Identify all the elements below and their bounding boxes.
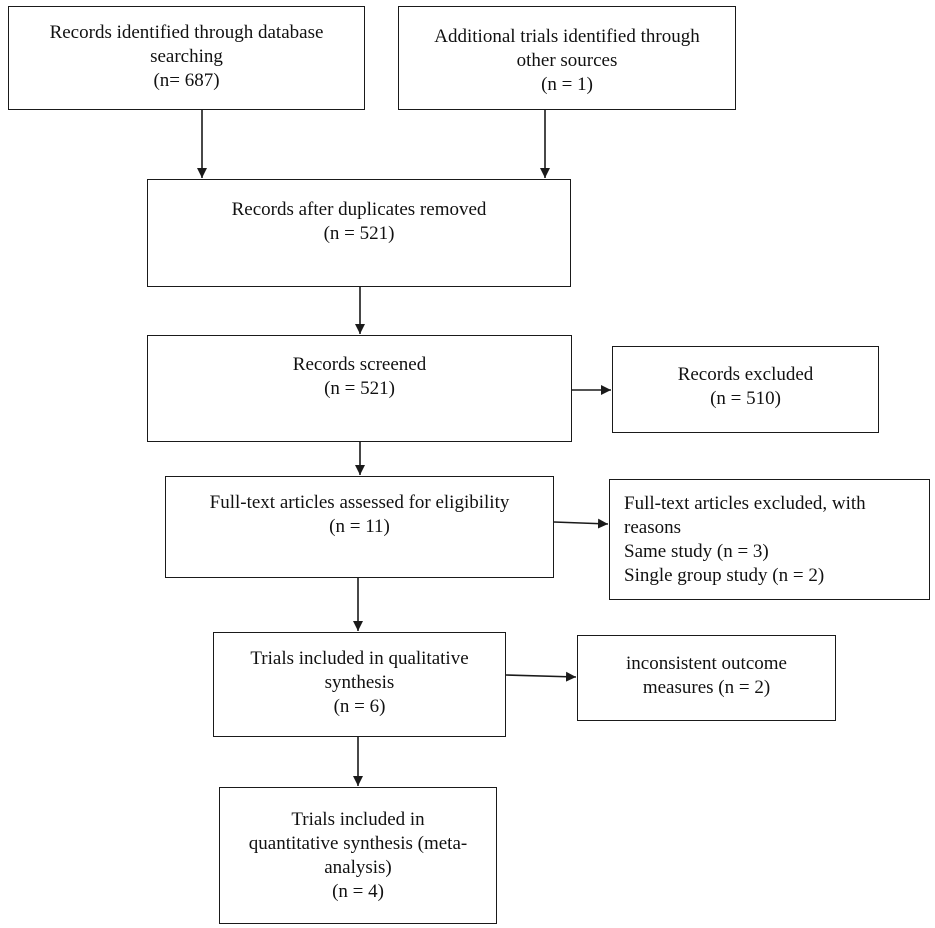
box-text-line: Same study (n = 3): [624, 541, 769, 562]
box-text-line: other sources: [516, 50, 618, 71]
box-text-line: (n = 6): [333, 696, 386, 717]
box-text-line: reasons: [624, 517, 681, 538]
box-text-line: (n = 1): [541, 74, 593, 95]
box-text-line: synthesis: [324, 672, 395, 693]
box-text-line: Records excluded: [677, 364, 814, 385]
box-inconsistent-outcome: inconsistent outcome measures (n = 2): [577, 635, 836, 721]
box-text-line: analysis): [324, 857, 392, 878]
box-text-line: Records identified through database: [49, 22, 324, 43]
box-text-line: Records screened: [292, 354, 427, 375]
box-text-line: searching: [150, 46, 223, 67]
box-text-line: (n = 510): [710, 388, 781, 409]
box-records-screened: Records screened (n = 521): [147, 335, 572, 442]
box-text-line: Trials included in qualitative: [250, 648, 469, 669]
box-text-line: inconsistent outcome: [626, 653, 787, 674]
box-text-line: (n = 521): [323, 223, 395, 244]
arrow-qualitative-to-inconsistent: [505, 671, 577, 682]
box-qualitative-synthesis: Trials included in qualitative synthesis…: [213, 632, 506, 737]
box-text-line: measures (n = 2): [642, 677, 771, 698]
box-text-line: Full-text articles assessed for eligibil…: [209, 492, 510, 513]
box-fulltext-excluded: Full-text articles excluded, with reason…: [609, 479, 930, 600]
box-quantitative-synthesis: Trials included in quantitative synthesi…: [219, 787, 497, 924]
box-text-line: (n= 687): [153, 70, 220, 91]
box-text-line: (n = 11): [329, 516, 390, 537]
box-records-excluded: Records excluded (n = 510): [612, 346, 879, 433]
box-records-database-search: Records identified through database sear…: [8, 6, 365, 110]
box-text-line: (n = 521): [324, 378, 395, 399]
box-text-line: Full-text articles excluded, with: [624, 493, 866, 514]
arrow-fulltext-to-fulltext-excluded: [553, 518, 609, 529]
box-text-line: Additional trials identified through: [434, 26, 700, 47]
box-text-line: (n = 4): [332, 881, 384, 902]
box-text-line: Trials included in: [291, 809, 425, 830]
box-fulltext-assessed: Full-text articles assessed for eligibil…: [165, 476, 554, 578]
box-records-after-duplicates: Records after duplicates removed (n = 52…: [147, 179, 571, 287]
box-additional-trials: Additional trials identified through oth…: [398, 6, 736, 110]
box-text-line: Single group study (n = 2): [624, 565, 825, 586]
box-text-line: quantitative synthesis (meta-: [248, 833, 468, 854]
box-text-line: Records after duplicates removed: [231, 199, 487, 220]
